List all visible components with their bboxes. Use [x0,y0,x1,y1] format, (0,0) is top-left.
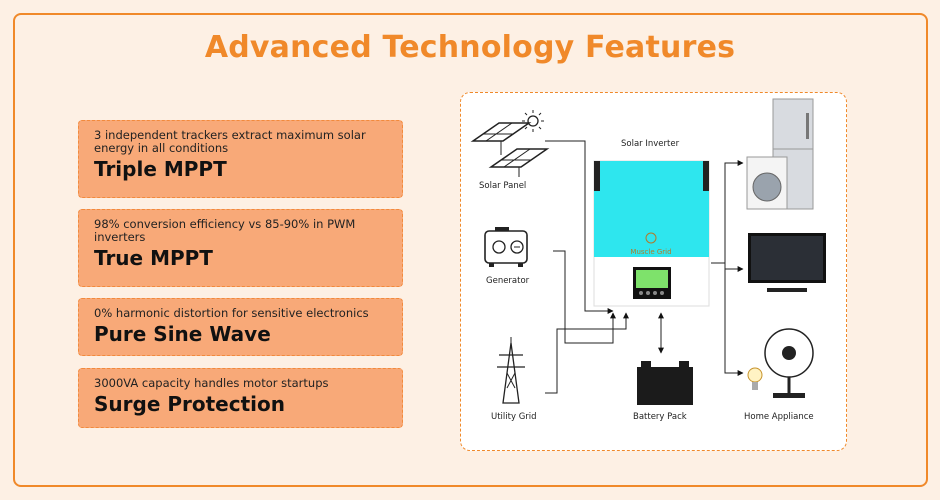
connection-lines [545,140,744,394]
generator-label: Generator [486,276,530,286]
refrigerator-icon [772,98,814,210]
solar-inverter-device: Muscle Grid [593,160,710,307]
utility-grid-label: Utility Grid [491,412,537,422]
generator-icon [484,227,528,267]
page-title: Advanced Technology Features [204,30,736,65]
television-icon [748,233,826,292]
solar-panel-icon [470,122,550,177]
light-bulb-icon [747,367,763,390]
fan-icon [764,328,814,398]
home-appliance-label: Home Appliance [744,412,814,422]
feature-name: Pure Sine Wave [94,322,271,346]
feature-name: Surge Protection [94,392,285,416]
solar-inverter-label: Solar Inverter [621,139,680,149]
system-diagram-svg: Solar Panel Generator Utility Grid Solar… [470,98,826,422]
feature-description: 3 independent trackers extract maximum s… [94,128,366,155]
feature-description: 98% conversion efficiency vs 85-90% in P… [94,217,356,244]
sun-icon [522,110,544,132]
system-diagram: Solar Panel Generator Utility Grid Solar… [460,92,847,451]
feature-description: 3000VA capacity handles motor startups [94,376,329,390]
feature-name: Triple MPPT [94,157,227,181]
washing-machine-icon [746,156,788,210]
solar-panel-label: Solar Panel [479,181,526,191]
feature-card-surge-protection: 3000VA capacity handles motor startups S… [78,368,403,428]
inverter-brand-logo: Muscle Grid [630,248,671,256]
battery-pack-label: Battery Pack [633,412,687,422]
feature-card-pure-sine-wave: 0% harmonic distortion for sensitive ele… [78,298,403,356]
feature-card-true-mppt: 98% conversion efficiency vs 85-90% in P… [78,209,403,287]
feature-name: True MPPT [94,246,213,270]
feature-card-triple-mppt: 3 independent trackers extract maximum s… [78,120,403,198]
utility-grid-icon [497,337,525,404]
feature-description: 0% harmonic distortion for sensitive ele… [94,306,369,320]
battery-pack-icon [637,361,693,405]
